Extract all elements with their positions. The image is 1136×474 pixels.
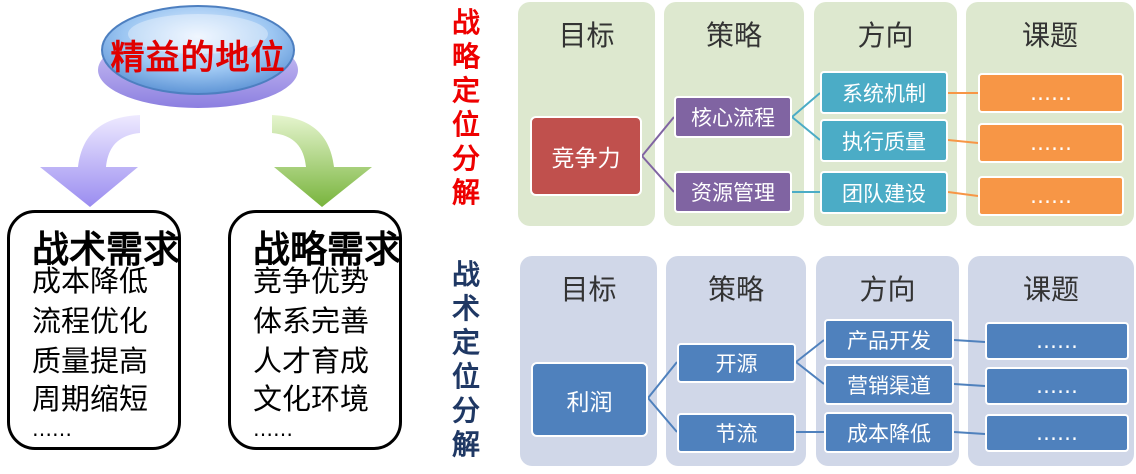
strategic-direction-node: 系统机制 (820, 71, 948, 114)
list-item: 成本降低 (32, 264, 149, 298)
list-item: 质量提高 (32, 344, 149, 378)
strategic-section-title: 战 略 定 位 分 解 (446, 6, 486, 210)
strategic-strategy-node: 资源管理 (674, 171, 792, 213)
column-header-direction: 方向 (859, 273, 916, 306)
strategic-topic-node: …… (978, 123, 1124, 163)
title-char: 位 (451, 360, 480, 393)
center-title-ellipse (93, 0, 303, 112)
tactical-topic-node: …… (985, 367, 1129, 405)
column-header-strategy: 策略 (707, 273, 764, 306)
title-char: 定 (451, 326, 480, 359)
title-char: 术 (451, 292, 480, 325)
tactical-needs-box: 战术需求 成本降低 流程优化 质量提高 周期缩短 …… (7, 210, 181, 450)
column-header-topic: 课题 (1021, 19, 1078, 52)
strategic-topic-node: …… (978, 176, 1124, 216)
list-item: 流程优化 (32, 304, 149, 338)
tactical-needs-title: 战术需求 (32, 228, 180, 271)
strategic-direction-node: 团队建设 (820, 171, 948, 214)
arrow-to-strategic-icon (272, 115, 372, 207)
list-item: …… (32, 417, 72, 441)
list-item: 文化环境 (253, 382, 370, 416)
column-header-topic: 课题 (1022, 273, 1079, 306)
list-item: 人才育成 (253, 344, 370, 378)
strategic-direction-node: 执行质量 (820, 119, 948, 162)
list-item: …… (253, 417, 293, 441)
strategic-topic-node: …… (978, 73, 1124, 113)
arrow-to-tactical-icon (40, 115, 140, 207)
title-char: 战 (451, 6, 480, 39)
list-item: 体系完善 (253, 304, 370, 338)
tactical-strategy-node: 开源 (677, 343, 796, 383)
tactical-goal-node: 利润 (531, 362, 648, 437)
tactical-strategy-node: 节流 (677, 413, 796, 453)
column-header-strategy: 策略 (705, 19, 762, 52)
column-header-goal: 目标 (558, 19, 615, 52)
strategic-strategy-node: 核心流程 (674, 96, 792, 138)
strategic-goal-node: 竞争力 (530, 116, 642, 196)
tactical-direction-node: 营销渠道 (824, 364, 954, 405)
title-char: 略 (451, 40, 480, 73)
title-char: 定 (451, 74, 480, 107)
title-char: 分 (451, 394, 480, 427)
title-char: 解 (451, 176, 480, 209)
strategic-needs-box: 战略需求 竞争优势 体系完善 人才育成 文化环境 …… (228, 210, 402, 450)
title-char: 战 (451, 258, 480, 291)
strategic-needs-title: 战略需求 (253, 228, 401, 271)
list-item: 竞争优势 (253, 264, 370, 298)
title-char: 解 (451, 428, 480, 461)
title-char: 分 (451, 142, 480, 175)
tactical-topic-node: …… (985, 322, 1129, 360)
title-char: 位 (451, 108, 480, 141)
column-header-direction: 方向 (857, 19, 914, 52)
tactical-topic-node: …… (985, 414, 1129, 452)
tactical-direction-node: 成本降低 (824, 412, 954, 453)
center-title: 精益的地位 (110, 38, 286, 78)
column-header-goal: 目标 (560, 273, 617, 306)
tactical-direction-node: 产品开发 (824, 319, 954, 360)
list-item: 周期缩短 (32, 382, 149, 416)
tactical-section-title: 战 术 定 位 分 解 (446, 258, 486, 462)
